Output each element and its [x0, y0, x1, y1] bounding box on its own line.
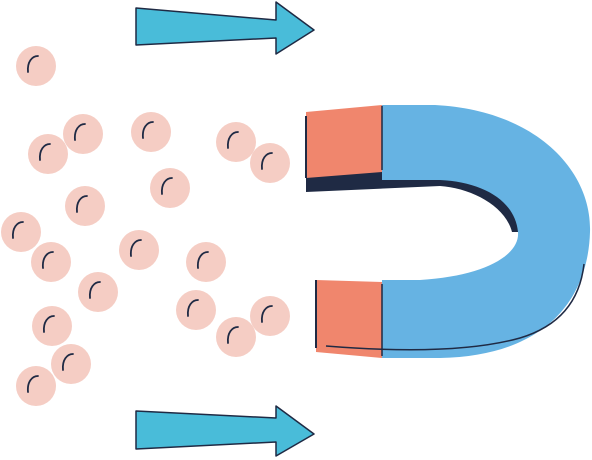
- particle-icon: [16, 366, 56, 406]
- particle-highlight: [26, 55, 39, 73]
- particle-icon: [16, 46, 56, 86]
- particle-body: [250, 143, 290, 183]
- magnet-bottom-pole: [316, 280, 382, 358]
- particle-body: [63, 114, 103, 154]
- particle-icon: [28, 134, 68, 174]
- particle-icon: [176, 290, 216, 330]
- particle-body: [65, 186, 105, 226]
- particle-body: [119, 230, 159, 270]
- particle-body: [78, 272, 118, 312]
- arrow-right-icon: [135, 1, 315, 55]
- particle-highlight: [11, 221, 24, 239]
- magnet-body: [382, 105, 591, 358]
- particle-icon: [119, 230, 159, 270]
- particle-body: [176, 290, 216, 330]
- top-arrow: [135, 1, 315, 55]
- particle-body: [1, 212, 41, 252]
- particle-highlight: [160, 177, 173, 195]
- particle-highlight: [196, 251, 209, 269]
- particle-highlight: [38, 143, 51, 161]
- particle-icon: [150, 168, 190, 208]
- magnet-top-pole: [306, 105, 382, 178]
- particle-highlight: [41, 251, 54, 269]
- particle-highlight: [260, 152, 273, 170]
- particle-icon: [63, 114, 103, 154]
- particle-highlight: [260, 305, 273, 323]
- particle-highlight: [75, 195, 88, 213]
- particle-body: [131, 112, 171, 152]
- particle-body: [31, 242, 71, 282]
- particle-body: [216, 122, 256, 162]
- particle-highlight: [88, 281, 101, 299]
- particle-icon: [250, 296, 290, 336]
- particle-highlight: [61, 353, 74, 371]
- particle-body: [16, 46, 56, 86]
- particle-icon: [216, 122, 256, 162]
- particle-highlight: [129, 239, 142, 257]
- particle-highlight: [73, 123, 86, 141]
- particle-body: [32, 306, 72, 346]
- arrow-right-icon: [135, 405, 315, 457]
- particle-highlight: [141, 121, 154, 139]
- particle-icon: [51, 344, 91, 384]
- horseshoe-magnet-icon: [305, 105, 591, 358]
- magnet-bottom-outline: [325, 263, 585, 351]
- particle-icon: [78, 272, 118, 312]
- particle-icon: [250, 143, 290, 183]
- particle-highlight: [186, 299, 199, 317]
- particle-body: [150, 168, 190, 208]
- particle-highlight: [26, 375, 39, 393]
- particle-icon: [32, 306, 72, 346]
- particle-highlight: [226, 131, 239, 149]
- particle-body: [216, 317, 256, 357]
- particle-highlight: [226, 326, 239, 344]
- particles-group: [1, 46, 290, 406]
- particle-icon: [65, 186, 105, 226]
- particle-icon: [186, 242, 226, 282]
- particle-icon: [31, 242, 71, 282]
- particle-body: [16, 366, 56, 406]
- particle-body: [51, 344, 91, 384]
- particle-icon: [131, 112, 171, 152]
- particle-icon: [1, 212, 41, 252]
- particle-body: [28, 134, 68, 174]
- particle-icon: [216, 317, 256, 357]
- particle-body: [186, 242, 226, 282]
- magnet-shadow: [306, 170, 522, 232]
- particle-highlight: [42, 315, 55, 333]
- particle-body: [250, 296, 290, 336]
- bottom-arrow: [135, 405, 315, 457]
